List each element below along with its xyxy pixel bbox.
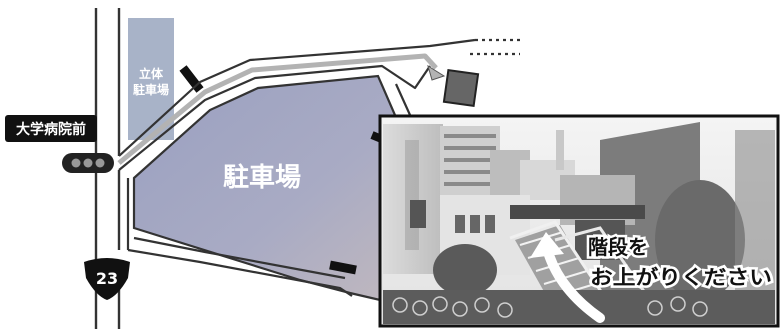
bus-stop-label: 大学病院前 [16,121,86,138]
walking-route-arrow [117,53,446,165]
campus-road [118,38,520,250]
route-number: 23 [96,269,118,288]
parking-label: 駐車場 [223,163,301,193]
bus-stop: 大学病院前 [5,115,114,173]
parking-lot: 駐車場 [127,74,400,302]
photo-caption-line1: 階段を [588,235,648,259]
multistory-parking-label-line1: 立体 [139,66,164,81]
photo-caption-line2: お上がりください [590,265,772,289]
multistory-parking: 立体 駐車場 [128,18,204,140]
bus-stop-dot [83,158,93,168]
bus-stop-dot [95,158,105,168]
destination-building [442,68,480,108]
building-photo: 階段を お上がりください [378,114,780,328]
route-shield: 23 [84,258,130,300]
multistory-parking-label-line2: 駐車場 [133,82,169,97]
bus-stop-dot [71,158,81,168]
